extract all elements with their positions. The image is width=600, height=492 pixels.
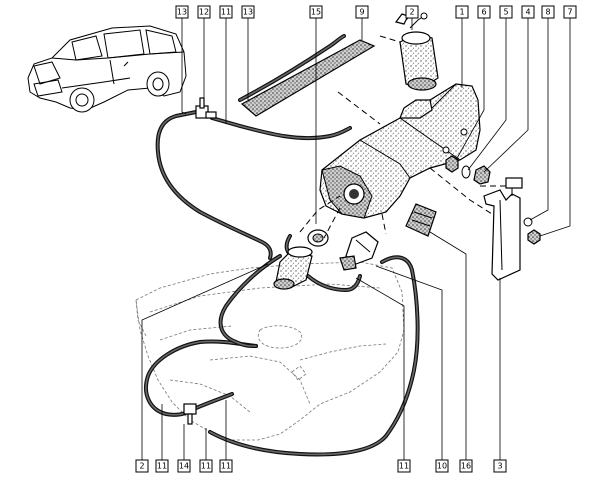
- callout-4-top: 4: [521, 5, 535, 19]
- callout-16-bottom: 16: [459, 459, 473, 473]
- svg-text:11: 11: [201, 462, 211, 471]
- callout-11-bottom-c: 11: [219, 459, 233, 473]
- callouts-bottom: 2 11 14 11 11 11 10 16 3: [135, 459, 507, 473]
- svg-text:11: 11: [221, 8, 231, 17]
- callout-10-bottom: 10: [435, 459, 449, 473]
- t-connector-lower: [183, 403, 197, 425]
- pump-grommet: [307, 229, 329, 247]
- fixing-hardware: [445, 155, 541, 245]
- callout-11-top: 11: [219, 5, 233, 19]
- svg-text:13: 13: [177, 8, 187, 17]
- svg-text:14: 14: [179, 462, 189, 471]
- callout-11-bottom-d: 11: [397, 459, 411, 473]
- svg-text:5: 5: [503, 8, 508, 17]
- callout-9-top: 9: [355, 5, 369, 19]
- svg-text:9: 9: [359, 8, 364, 17]
- callouts-top: 13 12 11 13 15 9 2 1 6 5 4: [175, 5, 577, 19]
- svg-text:15: 15: [311, 8, 321, 17]
- callout-12-top: 12: [197, 5, 211, 19]
- callout-1-top: 1: [455, 5, 469, 19]
- callout-3-bottom: 3: [493, 459, 507, 473]
- non-return-valve: [339, 231, 379, 271]
- svg-text:7: 7: [567, 8, 572, 17]
- callout-15-top: 15: [309, 5, 323, 19]
- svg-text:2: 2: [139, 462, 144, 471]
- leader-lines: [141, 15, 571, 460]
- washer-pump-top: [379, 12, 439, 91]
- svg-text:3: 3: [497, 462, 502, 471]
- svg-text:11: 11: [399, 462, 409, 471]
- t-connector-upper: [195, 97, 217, 119]
- callout-7-top: 7: [563, 5, 577, 19]
- hose-clip: [405, 203, 437, 237]
- callout-2-top: 2: [405, 5, 419, 19]
- svg-text:11: 11: [221, 462, 231, 471]
- callout-14-bottom: 14: [177, 459, 191, 473]
- callout-8-top: 8: [541, 5, 555, 19]
- washer-reservoir: [319, 83, 481, 219]
- callout-5-top: 5: [499, 5, 513, 19]
- svg-text:8: 8: [545, 8, 550, 17]
- svg-text:1: 1: [459, 8, 464, 17]
- car-illustration: [27, 25, 187, 113]
- callout-11-bottom-a: 11: [155, 459, 169, 473]
- assembly-lines: [299, 91, 508, 239]
- reservoir-seal-strip: [240, 39, 376, 117]
- callout-2-bottom: 2: [135, 459, 149, 473]
- svg-text:2: 2: [409, 8, 414, 17]
- callout-11-bottom-b: 11: [199, 459, 213, 473]
- svg-text:6: 6: [481, 8, 486, 17]
- svg-text:4: 4: [525, 8, 530, 17]
- callout-13-top-left: 13: [175, 5, 189, 19]
- callout-6-top: 6: [477, 5, 491, 19]
- svg-text:12: 12: [199, 8, 209, 17]
- hoses: [144, 34, 420, 457]
- svg-text:11: 11: [157, 462, 167, 471]
- svg-text:10: 10: [437, 462, 447, 471]
- washer-pump-lower: [273, 246, 313, 290]
- callout-13-top-right: 13: [241, 5, 255, 19]
- svg-text:16: 16: [461, 462, 471, 471]
- svg-text:13: 13: [243, 8, 253, 17]
- mounting-bracket: [483, 177, 523, 281]
